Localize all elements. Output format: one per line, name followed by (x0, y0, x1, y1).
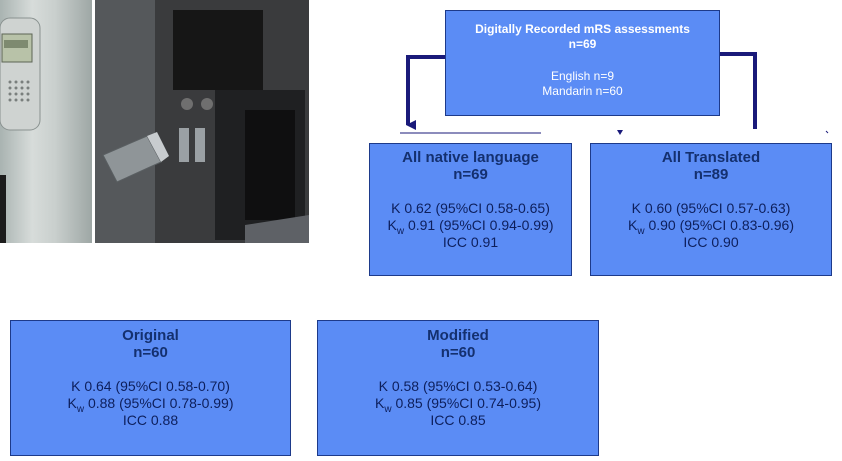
voice-recorder-photo (0, 0, 92, 243)
icc-value: ICC 0.90 (683, 234, 739, 250)
computer-usb-photo (95, 0, 309, 243)
voice-recorder-illustration (0, 17, 41, 243)
box-count: n=89 (693, 166, 729, 183)
kappa-value: K 0.58 (95%CI 0.53-0.64) (378, 378, 538, 394)
box-title: Original (122, 327, 179, 344)
box-count: n=60 (133, 344, 168, 361)
box-native-language: All native language n=69 K 0.62 (95%CI 0… (369, 143, 572, 276)
weighted-kappa-value: Kw 0.91 (95%CI 0.94-0.99) (387, 217, 554, 237)
box-count: n=69 (453, 166, 488, 183)
icc-value: ICC 0.85 (430, 412, 486, 428)
box-title: All Translated (661, 149, 761, 166)
icc-value: ICC 0.91 (442, 234, 499, 250)
connector-right-arrow (617, 130, 623, 135)
box-title: All native language (402, 149, 539, 166)
connector-right-tick (825, 130, 829, 134)
kappa-value: K 0.64 (95%CI 0.58-0.70) (71, 378, 230, 394)
english-count: English n=9 (550, 69, 615, 83)
box-all-translated: All Translated n=89 K 0.60 (95%CI 0.57-0… (590, 143, 832, 276)
kappa-value: K 0.60 (95%CI 0.57-0.63) (631, 200, 791, 216)
weighted-kappa-value: Kw 0.90 (95%CI 0.83-0.96) (628, 217, 794, 237)
box-title: Digitally Recorded mRS assessments (475, 22, 690, 36)
mandarin-count: Mandarin n=60 (542, 84, 623, 98)
box-modified: Modified n=60 K 0.58 (95%CI 0.53-0.64) K… (317, 320, 599, 456)
box-count: n=60 (440, 344, 476, 361)
box-count: n=69 (568, 37, 597, 51)
icc-value: ICC 0.88 (122, 412, 179, 428)
box-recorded-assessments: Digitally Recorded mRS assessments n=69 … (445, 10, 720, 116)
weighted-kappa-value: Kw 0.88 (95%CI 0.78-0.99) (67, 395, 234, 415)
connector-left (406, 55, 445, 130)
weighted-kappa-value: Kw 0.85 (95%CI 0.74-0.95) (375, 395, 541, 415)
computer-usb-illustration (95, 0, 309, 243)
box-original: Original n=60 K 0.64 (95%CI 0.58-0.70) K… (10, 320, 291, 456)
box-title: Modified (427, 327, 489, 344)
connector-right (720, 52, 757, 129)
kappa-value: K 0.62 (95%CI 0.58-0.65) (391, 200, 550, 216)
